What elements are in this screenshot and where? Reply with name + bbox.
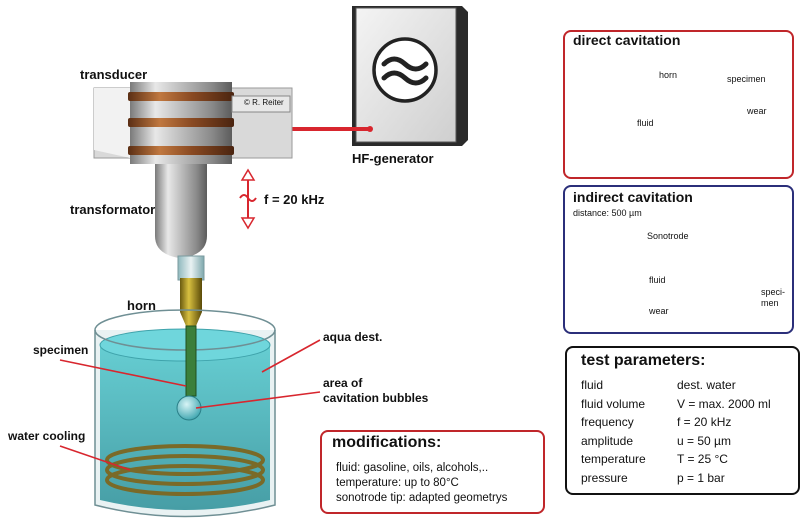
parameter-name: amplitude <box>581 433 634 448</box>
direct-horn-label: horn <box>659 70 678 80</box>
indirect-sonotrode-label: Sonotrode <box>647 231 689 241</box>
transformator-label: transformator <box>70 202 156 217</box>
direct-cavitation-panel: direct cavitation horn specimen wear flu… <box>563 30 794 179</box>
parameter-name: fluid <box>581 378 604 392</box>
transducer-label: transducer <box>80 67 148 82</box>
test-parameters-title: test parameters: <box>581 352 706 369</box>
parameter-name: frequency <box>581 415 634 429</box>
direct-wear-label: wear <box>747 106 767 116</box>
parameter-value: T = 25 °C <box>677 452 728 466</box>
parameter-value: u = 50 µm <box>677 433 731 448</box>
parameter-name: fluid volume <box>581 396 646 411</box>
transformator-body <box>155 164 207 258</box>
direct-fluid-label: fluid <box>637 118 654 128</box>
indirect-specimen-label-line1: speci- <box>761 287 786 297</box>
hf-generator-box <box>352 6 468 146</box>
indirect-fluid-label: fluid <box>649 275 666 285</box>
indirect-cavitation-panel: indirect cavitation distance: 500 µm Son… <box>563 185 794 334</box>
specimen-label: specimen <box>33 343 89 357</box>
indirect-wear-label: wear <box>649 306 669 316</box>
specimen-rod <box>185 325 197 397</box>
test-parameters-panel: test parameters: fluid dest. water fluid v… <box>565 346 800 495</box>
indirect-specimen-label-line2: men <box>761 298 779 308</box>
aqua-dest-label: aqua dest. <box>323 330 383 344</box>
parameter-value: f = 20 kHz <box>677 415 732 429</box>
direct-cavitation-title: direct cavitation <box>573 32 681 48</box>
sine-wave-icon <box>372 37 438 103</box>
modifications-title: modifications: <box>332 434 442 451</box>
leader-lines <box>59 339 321 471</box>
modification-item: temperature: up to 80°C <box>336 477 459 489</box>
modifications-panel: modifications: fluid: gasoline, oils, al… <box>320 430 545 514</box>
parameter-value: dest. water <box>677 378 736 392</box>
modification-item: sonotrode tip: adapted geometrys <box>336 492 508 504</box>
horn-label: horn <box>127 298 156 313</box>
cooling-coil <box>105 444 265 496</box>
indirect-distance-label: distance: 500 µm <box>573 208 642 218</box>
parameter-name: pressure <box>581 470 628 485</box>
direct-specimen-label: specimen <box>727 74 766 84</box>
parameter-value: p = 1 bar <box>677 470 725 485</box>
parameter-name: temperature <box>581 452 646 466</box>
water-cooling-label: water cooling <box>8 429 86 443</box>
vibration-arrow-icon <box>239 168 257 230</box>
cavitation-label-line2: cavitation bubbles <box>323 391 429 405</box>
frequency-label: f = 20 kHz <box>264 192 325 207</box>
indirect-cavitation-title: indirect cavitation <box>573 189 693 205</box>
cavitation-label-line1: area of <box>323 376 363 390</box>
hf-generator-label: HF-generator <box>352 151 434 166</box>
parameter-value: V = max. 2000 ml <box>677 396 771 411</box>
copyright-plate: © R. Reiter <box>244 98 284 107</box>
horn-body <box>177 255 205 326</box>
transducer-housing <box>93 82 293 164</box>
modification-item: fluid: gasoline, oils, alcohols,.. <box>336 462 489 474</box>
